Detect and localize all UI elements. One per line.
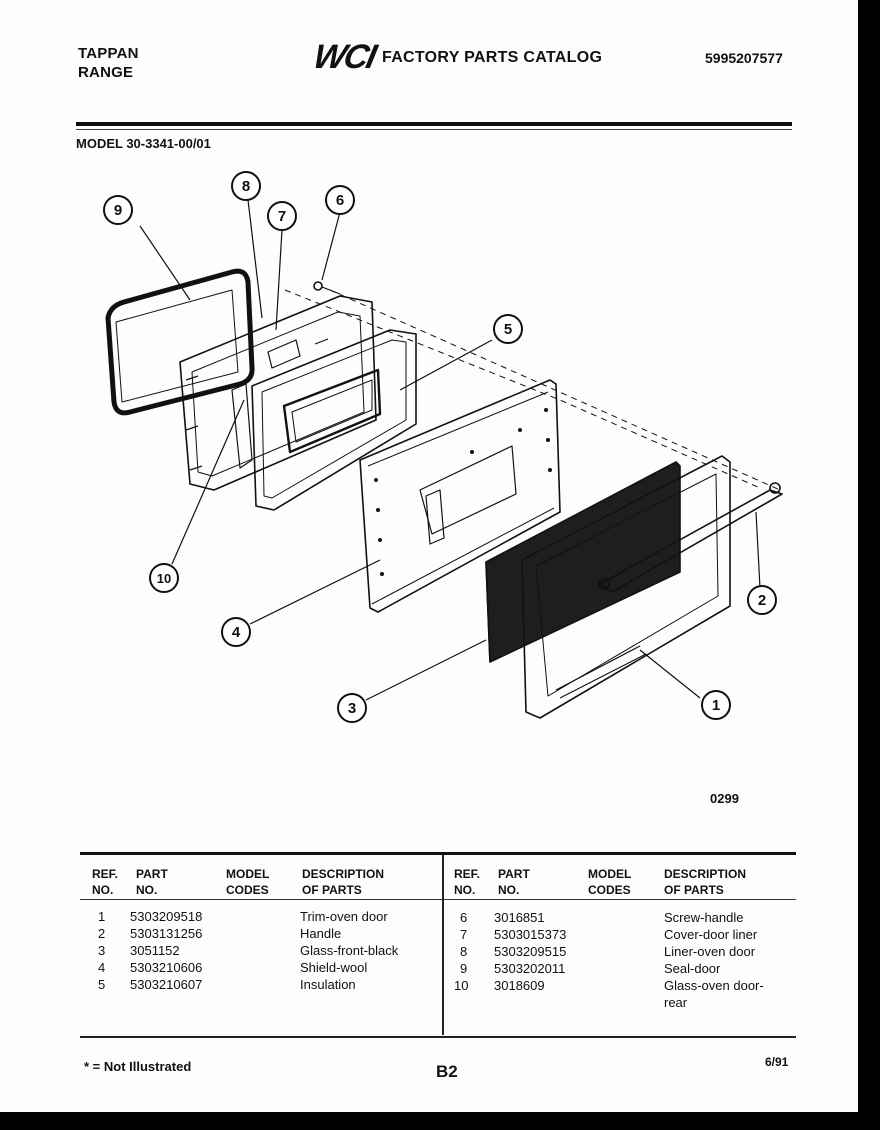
part-6-screw (313, 281, 341, 295)
ref-no: 10 (454, 978, 469, 993)
svg-text:10: 10 (157, 571, 171, 586)
header-part-no-right: PART NO. (498, 867, 530, 897)
callout-10: 10 (149, 563, 179, 593)
header-model-codes-right: MODEL CODES (588, 867, 632, 897)
ref-no: 2 (98, 926, 106, 941)
page-code: B2 (436, 1062, 458, 1081)
header-description-right: DESCRIPTION OF PARTS (664, 867, 747, 897)
callout-3: 3 (337, 693, 367, 723)
part-description: Shield-wool (300, 960, 368, 975)
ref-no: 9 (460, 961, 468, 976)
callout-2: 2 (747, 585, 777, 615)
header-rule (76, 122, 792, 126)
callout-9: 9 (103, 195, 133, 225)
part-no: 5303209515 (494, 944, 567, 959)
scan-edge-bottom (0, 1112, 880, 1130)
revision-date: 6/91 (765, 1055, 789, 1069)
part-description: Handle (300, 926, 342, 941)
catalog-number: 5995207577 (705, 50, 783, 66)
not-illustrated-note: * = Not Illustrated (84, 1059, 192, 1074)
ref-no: 7 (460, 927, 468, 942)
part-description: Screw-handle (664, 910, 744, 925)
part-description: Trim-oven door (300, 909, 388, 924)
header-rule-thin (76, 129, 792, 130)
scan-edge-right (858, 0, 880, 1130)
ref-no: 5 (98, 977, 106, 992)
ref-no: 3 (98, 943, 106, 958)
part-9-seal (105, 268, 255, 416)
part-no: 5303209518 (130, 909, 203, 924)
part-3-black-glass (485, 461, 681, 663)
part-no: 3018609 (494, 978, 545, 993)
part-description: Glass-front-black (300, 943, 399, 958)
svg-text:5: 5 (504, 321, 512, 338)
model-number: MODEL 30-3341-00/01 (76, 136, 211, 151)
part-no: 3051152 (130, 943, 180, 958)
header-ref-no: REF. NO. (92, 867, 119, 897)
svg-text:8: 8 (242, 178, 250, 195)
header-part-no: PART NO. (136, 867, 168, 897)
part-description: Cover-door liner (664, 927, 758, 942)
product-type: RANGE (78, 64, 134, 81)
part-7-cover (251, 329, 417, 511)
part-no: 5303210607 (130, 977, 203, 992)
svg-text:9: 9 (114, 202, 122, 219)
part-1-trim (521, 455, 731, 719)
svg-text:4: 4 (232, 624, 241, 641)
part-description: Liner-oven door (664, 944, 756, 959)
part-description: rear (664, 995, 688, 1010)
part-no: 5303015373 (494, 927, 567, 942)
svg-text:6: 6 (336, 192, 344, 209)
part-10-glass-rear (231, 383, 253, 469)
part-description: Insulation (300, 977, 356, 992)
part-8-liner (179, 295, 377, 491)
table-header-rule (80, 899, 796, 900)
part-no: 5303131256 (130, 926, 203, 941)
ref-no: 6 (460, 910, 468, 925)
header-model-codes: MODEL CODES (226, 867, 270, 897)
ref-no: 4 (98, 960, 106, 975)
ref-no: 8 (460, 944, 468, 959)
callout-4: 4 (221, 617, 251, 647)
brand-name: TAPPAN (78, 45, 139, 62)
part-2-handle (598, 482, 783, 593)
header-ref-no-right: REF. NO. (454, 867, 481, 897)
part-description: Seal-door (664, 961, 721, 976)
catalog-title: FACTORY PARTS CATALOG (382, 49, 603, 66)
part-no: 5303210606 (130, 960, 203, 975)
part-description: Glass-oven door- (664, 978, 764, 993)
part-no: 5303202011 (494, 961, 566, 976)
part-no: 3016851 (494, 910, 545, 925)
table-top-rule (80, 852, 796, 855)
svg-text:2: 2 (758, 592, 766, 609)
table-divider (442, 855, 444, 1035)
callout-6: 6 (325, 185, 355, 215)
header-description: DESCRIPTION OF PARTS (302, 867, 385, 897)
callout-7: 7 (267, 201, 297, 231)
ref-no: 1 (98, 909, 106, 924)
callout-1: 1 (701, 690, 731, 720)
drawing-code: 0299 (710, 791, 739, 806)
svg-text:1: 1 (712, 697, 720, 714)
exploded-parts-diagram: 1 2 3 4 5 6 7 8 9 10 (103, 171, 783, 723)
part-4-shield (359, 379, 561, 613)
catalog-page (0, 0, 858, 1112)
brand-block: TAPPAN RANGE (78, 44, 139, 82)
svg-text:7: 7 (278, 208, 286, 225)
table-bottom-rule (80, 1036, 796, 1038)
callout-8: 8 (231, 171, 261, 201)
svg-text:3: 3 (348, 700, 356, 717)
callout-5: 5 (493, 314, 523, 344)
